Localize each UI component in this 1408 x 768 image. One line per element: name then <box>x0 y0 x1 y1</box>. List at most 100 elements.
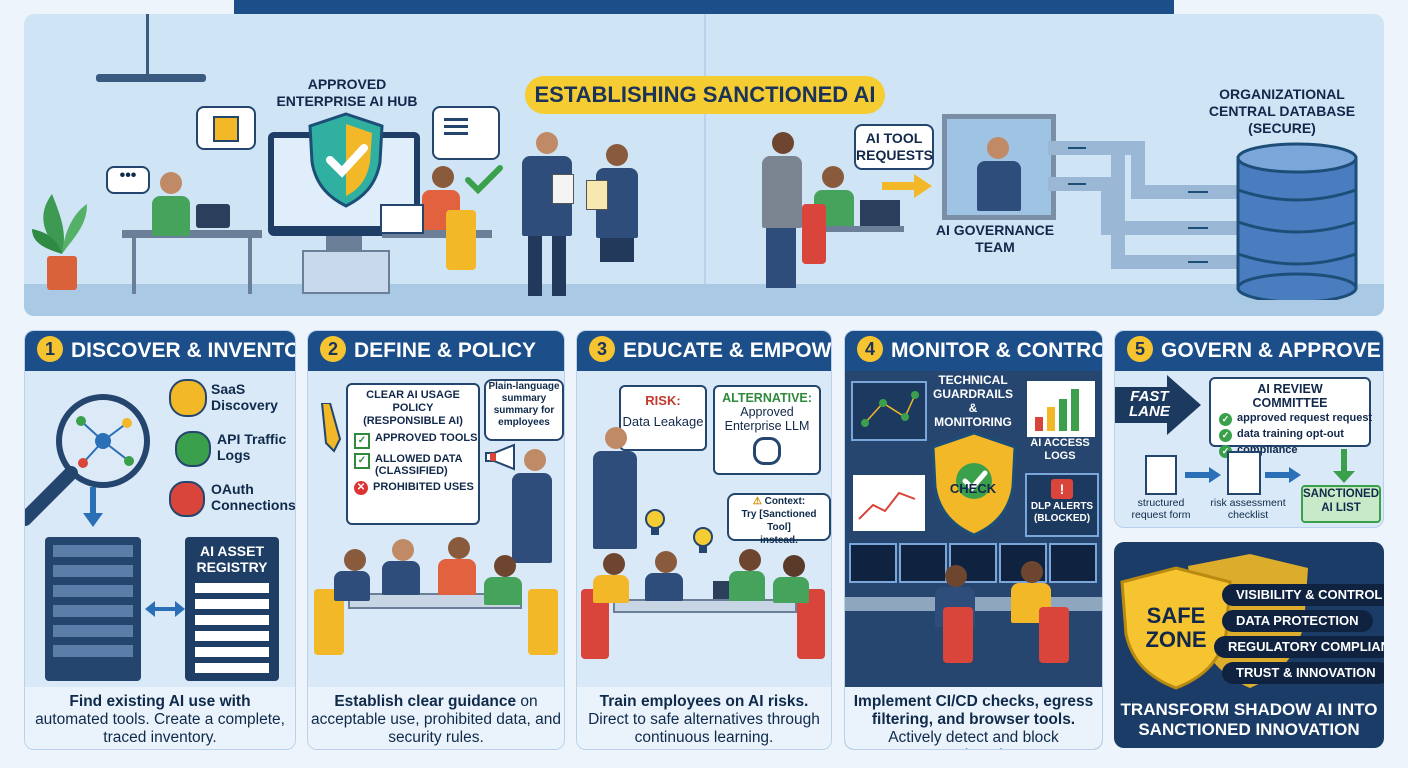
magnifier-network-icon <box>25 394 150 526</box>
llm-logo-icon <box>753 437 781 465</box>
laptop-icon <box>196 204 230 228</box>
panel-title: DISCOVER & INVENTORY <box>71 339 295 362</box>
panel-description: Establish clear guidance on acceptable u… <box>308 687 564 749</box>
panel-title: GOVERN & APPROVE <box>1161 339 1381 362</box>
trainer-figure <box>593 451 637 549</box>
request-form-icon <box>1145 455 1177 495</box>
risk-label: RISK: <box>645 393 681 408</box>
api-traffic-logs: API Traffic Logs <box>217 431 287 463</box>
committee-title: AI REVIEW COMMITTEE <box>1252 382 1328 410</box>
shield-check-icon <box>308 112 384 208</box>
line-chart-icon <box>851 473 927 533</box>
monitor-wall <box>849 543 1099 583</box>
ceiling-lamp-icon <box>96 14 206 84</box>
panel-title: MONITOR & CONTROL <box>891 339 1103 362</box>
benefit-pill: DATA PROTECTION <box>1222 610 1373 632</box>
dlp-alert-panel: ! DLP ALERTS (BLOCKED) <box>1025 473 1099 537</box>
top-scene: ••• APPROVED ENTERPRISE AI HUB AI TOOL R… <box>24 14 1384 316</box>
oauth-connections: OAuth Connections <box>211 481 296 513</box>
server-box <box>302 250 390 294</box>
laptop-icon <box>380 204 424 234</box>
pencil-icon <box>320 403 342 453</box>
safe-zone-label: SAFE ZONE <box>1145 603 1207 652</box>
benefit-pill: REGULATORY COMPLIANCE <box>1214 636 1384 658</box>
checkbox-icon: ✓ <box>354 433 370 449</box>
arrow-down-icon <box>1333 449 1355 483</box>
context-bubble: ⚠ Context: Try [Sanctioned Tool] instead… <box>727 493 831 546</box>
arrow-right-icon <box>882 174 932 198</box>
alert-icon: ! <box>1051 479 1073 499</box>
requests-bubble: AI TOOL REQUESTS <box>854 124 934 170</box>
training-table <box>613 599 797 613</box>
benefit-pill: VISIBILITY & CONTROL <box>1222 584 1384 606</box>
governance-label: AI GOVERNANCE TEAM <box>935 222 1055 255</box>
safe-zone-panel: SAFE ZONE VISIBILITY & CONTROL DATA PROT… <box>1114 542 1384 748</box>
employee-avatar <box>160 172 182 194</box>
server-rack-icon <box>45 537 141 681</box>
checkbox-icon: ✓ <box>354 453 370 469</box>
data-pipes-icon <box>1048 141 1238 269</box>
chip-icon <box>196 106 256 150</box>
link-icon <box>169 481 205 517</box>
subtitle-banner: ESTABLISHING SANCTIONED AI <box>525 76 885 114</box>
scene-divider <box>704 14 706 284</box>
requester-figure <box>762 156 802 228</box>
floor <box>24 284 1384 316</box>
sync-arrows-icon <box>145 601 185 617</box>
alternative-label: ALTERNATIVE: <box>722 391 812 405</box>
review-committee-card: AI REVIEW COMMITTEE ✓approved request re… <box>1209 377 1372 458</box>
risk-card: RISK: Data Leakage <box>619 385 707 451</box>
fast-lane-label: FAST LANE <box>1129 388 1170 420</box>
speaker-figure <box>512 473 552 563</box>
laptop-icon <box>860 200 900 226</box>
arrow-right-icon <box>1265 467 1301 483</box>
policy-title: CLEAR AI USAGE POLICY (RESPONSIBLE AI) <box>363 389 463 427</box>
clipboard-icon <box>586 180 608 210</box>
document-shield-icon <box>432 106 500 160</box>
fast-lane-arrow-icon <box>1115 375 1201 435</box>
sanctioned-list: SANCTIONED AI LIST <box>1301 485 1381 523</box>
megaphone-icon <box>485 443 515 471</box>
chair <box>446 210 476 270</box>
desk <box>122 230 262 238</box>
panel-title: DEFINE & POLICY <box>354 339 537 362</box>
saas-discovery: SaaS Discovery <box>211 381 278 413</box>
guardrails-label: TECHNICAL GUARDRAILS & MONITORING <box>933 373 1013 429</box>
panel-description: Implement CI/CD checks, egress filtering… <box>845 687 1102 749</box>
alternative-value: Approved Enterprise LLM <box>724 405 810 433</box>
bar-chart-icon <box>1025 379 1097 439</box>
alternative-card: ALTERNATIVE: Approved Enterprise LLM <box>713 385 821 475</box>
risk-value: Data Leakage <box>622 414 704 429</box>
arrow-right-icon <box>1185 467 1221 483</box>
access-logs-label: AI ACCESS LOGS <box>1030 437 1090 462</box>
checklist-label: risk assessment checklist <box>1210 497 1286 521</box>
check-circle-icon: ✓ <box>1219 413 1232 426</box>
form-label: structured request form <box>1131 497 1191 521</box>
database-icon <box>1236 142 1358 300</box>
check-label: CHECK <box>949 481 997 496</box>
lightbulb-icon <box>645 509 665 535</box>
prohibited-icon: ✕ <box>354 481 368 495</box>
plant-icon <box>32 194 87 290</box>
chat-bubble-icon: ••• <box>106 166 150 194</box>
registry-label: AI ASSET REGISTRY <box>196 543 268 575</box>
lightbulb-icon <box>693 527 713 553</box>
chair <box>802 204 826 264</box>
governance-window <box>942 114 1056 220</box>
api-icon <box>175 431 211 467</box>
checklist-icon <box>1227 451 1261 495</box>
policy-document: CLEAR AI USAGE POLICY (RESPONSIBLE AI) ✓… <box>346 383 480 525</box>
warning-icon: ⚠ <box>752 496 765 507</box>
network-graph-icon <box>851 381 927 441</box>
check-shield-icon <box>931 431 1017 537</box>
